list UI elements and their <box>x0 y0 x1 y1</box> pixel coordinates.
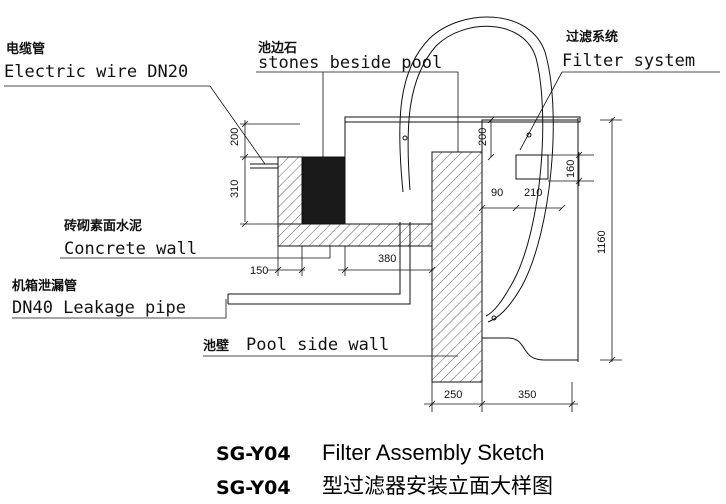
pool-wall-label-cn: 池壁 <box>203 338 229 354</box>
concrete-wall-label-en: Concrete wall <box>64 239 197 259</box>
dimension-lines <box>240 116 622 412</box>
dim-90: 90 <box>491 187 503 199</box>
electric-wire-pipe <box>250 163 278 169</box>
dim-200-mid: 200 <box>477 128 489 146</box>
dim-250: 250 <box>444 389 462 401</box>
dim-210: 210 <box>524 187 542 199</box>
stones-label-en: stones beside pool <box>258 53 442 73</box>
dim-380: 380 <box>378 253 396 265</box>
stones-label-cn: 池边石 <box>258 40 297 56</box>
dim-350: 350 <box>518 389 536 401</box>
concrete-wall-label-cn: 砖砌素面水泥 <box>64 218 142 234</box>
dim-150: 150 <box>250 265 268 277</box>
filter-block <box>302 156 346 225</box>
title-code-1: SG-Y04 <box>216 443 291 465</box>
leakage-pipe-label-en: DN40 Leakage pipe <box>12 298 186 318</box>
filter-system-label-cn: 过滤系统 <box>566 29 618 45</box>
title-name-en: Filter Assembly Sketch <box>322 440 545 465</box>
electric-wire-label-en: Electric wire DN20 <box>4 62 188 82</box>
pool-floor-outline <box>481 118 579 362</box>
concrete-box <box>277 122 433 247</box>
leakage-pipe-label-cn: 机箱泄漏管 <box>12 278 77 294</box>
title-code-2: SG-Y04 <box>216 477 291 499</box>
dim-200-left: 200 <box>229 128 241 146</box>
filter-system-box <box>515 154 549 180</box>
dim-1160: 1160 <box>596 230 608 254</box>
leader-lines <box>4 71 720 357</box>
title-name-cn: 型过滤器安装立面大样图 <box>322 474 553 498</box>
dim-160: 160 <box>565 160 577 178</box>
dim-310: 310 <box>229 180 241 198</box>
filter-system-label-en: Filter system <box>562 51 695 71</box>
stones-coping <box>344 116 581 123</box>
curved-hose <box>399 16 554 323</box>
pool-side-wall <box>431 151 483 383</box>
electric-wire-label-cn: 电缆管 <box>6 41 45 57</box>
leakage-pipe <box>227 222 411 305</box>
pool-wall-label-en: Pool side wall <box>246 335 389 355</box>
